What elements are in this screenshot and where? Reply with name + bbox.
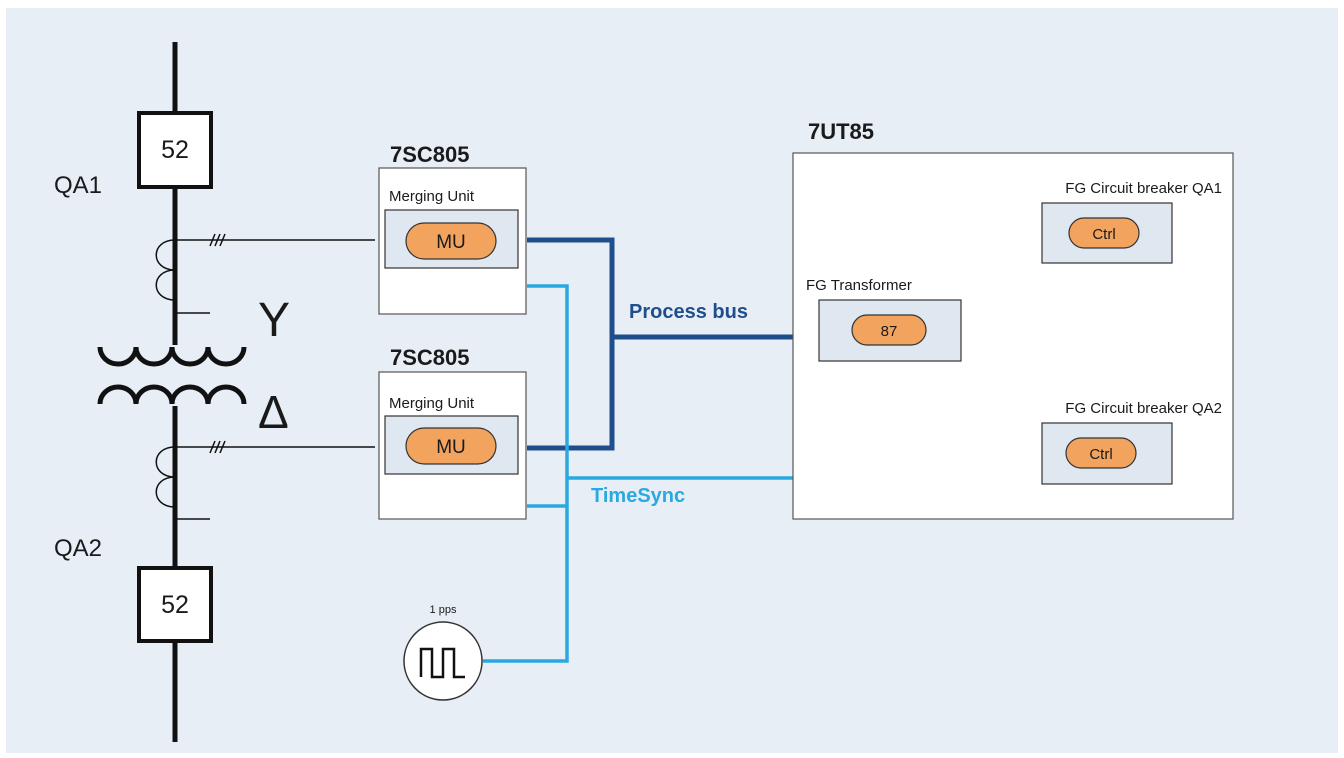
delta-symbol: Δ (258, 386, 289, 438)
breaker-qa1-label: QA1 (54, 172, 102, 199)
process-bus-label: Process bus (629, 301, 748, 323)
square-wave-icon (419, 647, 465, 679)
time-sync-lines (483, 284, 793, 663)
merging-unit-1[interactable]: 7SC805 Merging Unit MU (378, 142, 527, 315)
pps-clock[interactable]: 1 pps (403, 604, 483, 701)
power-transformer (97, 346, 247, 405)
relay-7ut85[interactable]: 7UT85 FG Circuit breaker QA1 Ctrl FG Tra… (792, 119, 1234, 520)
merging-unit-1-label: Merging Unit (389, 188, 475, 205)
time-sync-label: TimeSync (591, 485, 685, 507)
diff-87-badge[interactable] (851, 314, 927, 346)
merging-unit-2-device: 7SC805 (390, 345, 470, 370)
fg-circuit-breaker-qa1-label: FG Circuit breaker QA1 (1065, 180, 1222, 197)
process-bus-lines (527, 237, 793, 451)
breaker-qa2-code: 52 (161, 591, 189, 619)
breaker-qa1-box[interactable] (137, 111, 213, 189)
ctrl-badge-qa1[interactable] (1068, 217, 1140, 249)
ctrl-badge-qa2[interactable] (1065, 437, 1137, 469)
merging-unit-2[interactable]: 7SC805 Merging Unit MU (378, 345, 527, 520)
ctrl-badge-qa2-text: Ctrl (1089, 446, 1112, 463)
merging-unit-2-label: Merging Unit (389, 395, 475, 412)
breaker-qa2-label: QA2 (54, 535, 102, 562)
breaker-qa1[interactable]: 52 QA1 (54, 111, 213, 199)
current-transformer-lower (155, 440, 375, 520)
mu-badge-1[interactable] (405, 222, 497, 260)
breaker-qa2[interactable]: 52 QA2 (54, 535, 213, 643)
breaker-qa2-box[interactable] (137, 566, 213, 643)
relay-device: 7UT85 (808, 119, 874, 144)
fg-transformer-label: FG Transformer (806, 277, 912, 294)
diff-87-badge-text: 87 (881, 323, 898, 340)
wye-symbol: Y (258, 294, 290, 347)
mu-badge-2[interactable] (405, 427, 497, 465)
mu-badge-2-text: MU (436, 437, 466, 458)
fg-circuit-breaker-qa2-label: FG Circuit breaker QA2 (1065, 400, 1222, 417)
current-transformer-upper (155, 233, 375, 314)
mu-badge-1-text: MU (436, 232, 466, 253)
breaker-qa1-code: 52 (161, 136, 189, 164)
ctrl-badge-qa1-text: Ctrl (1092, 226, 1115, 243)
merging-unit-1-device: 7SC805 (390, 142, 470, 167)
pps-label: 1 pps (430, 604, 457, 616)
